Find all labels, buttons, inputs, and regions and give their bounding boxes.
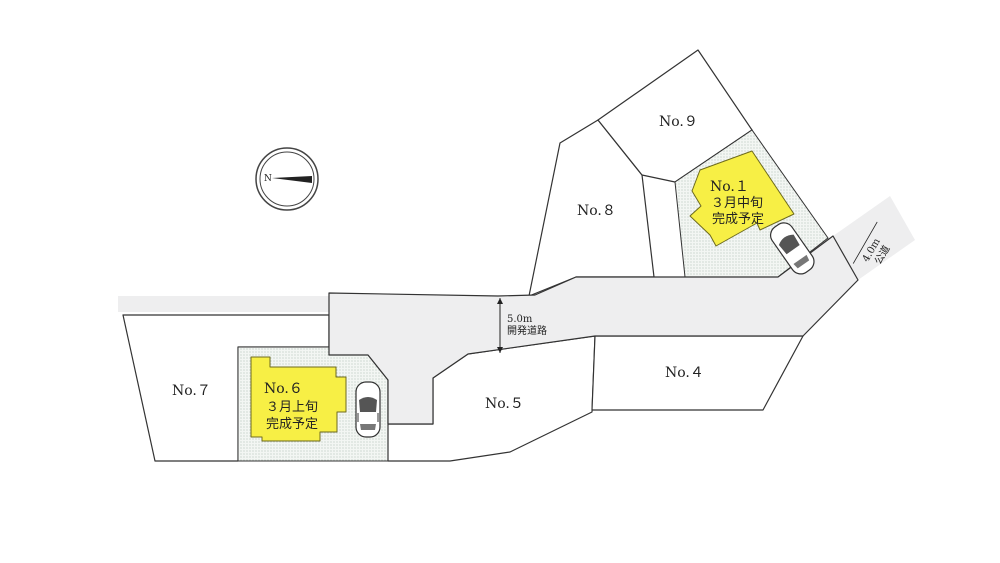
house-no6 bbox=[250, 356, 347, 442]
house-no1-date: ３月中旬 bbox=[711, 196, 763, 211]
dev-road-width: 5.0m bbox=[507, 314, 533, 325]
west-road-strip bbox=[118, 296, 330, 312]
house-no6-date: ３月上旬 bbox=[266, 400, 318, 415]
house-no1 bbox=[689, 150, 795, 247]
dev-road-label: 開発道路 bbox=[507, 324, 547, 337]
car-icon bbox=[355, 381, 381, 438]
public-road-strip bbox=[833, 196, 915, 280]
lot-no9-label: No.９ bbox=[659, 114, 698, 130]
compass-north-label: N bbox=[264, 174, 272, 184]
lot-no8-label: No.８ bbox=[577, 203, 616, 219]
lot-no7-label: No.７ bbox=[172, 383, 211, 399]
car-icon bbox=[770, 222, 815, 275]
development-road bbox=[328, 235, 859, 425]
road-width-dimension bbox=[497, 298, 503, 353]
compass-icon: N bbox=[255, 147, 319, 211]
house-no6-lot: No.６ bbox=[264, 381, 303, 397]
house-no6-status: 完成予定 bbox=[266, 417, 318, 432]
house-no1-lot: No.１ bbox=[710, 179, 749, 195]
house-no1-status: 完成予定 bbox=[712, 212, 764, 227]
lot-no5-label: No.５ bbox=[485, 396, 524, 412]
lot-no4-label: No.４ bbox=[665, 365, 704, 381]
